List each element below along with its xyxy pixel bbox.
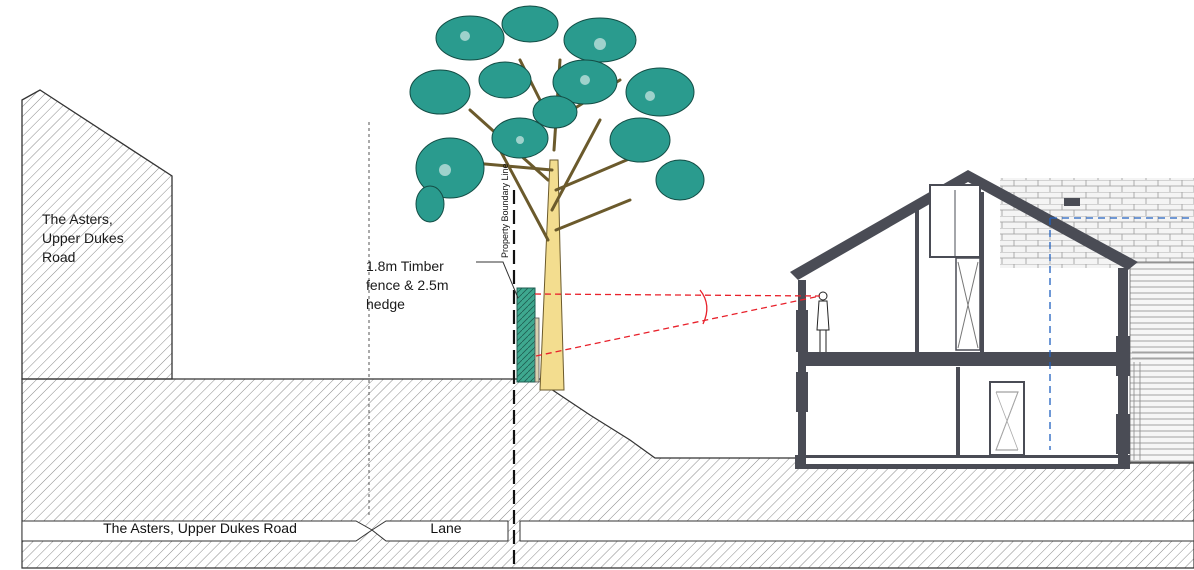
- neighbour-house-label-line-3: Road: [42, 249, 76, 265]
- tree: [409, 5, 705, 391]
- timber-fence: [534, 317, 540, 383]
- siding-wall: [1129, 261, 1194, 463]
- fence-note-line-2: fence & 2.5m: [366, 277, 449, 293]
- hedge: [516, 287, 536, 383]
- fence-note-line-3: hedge: [366, 296, 405, 312]
- neighbour-house-label-line-1: The Asters,: [42, 211, 113, 227]
- neighbour-house: [21, 89, 173, 380]
- sight-lines: [534, 289, 821, 357]
- neighbour-house-label-line-2: Upper Dukes: [42, 230, 124, 246]
- fence-leader-line: [476, 261, 519, 299]
- proposed-house-section: [790, 170, 1194, 469]
- person-figure: [816, 291, 830, 352]
- fence-note-line-1: 1.8m Timber: [366, 258, 444, 274]
- dimension-bar: [21, 520, 1194, 542]
- property-boundary-label: Property Boundary Line: [500, 163, 510, 258]
- neighbouring-brick-wall: [1000, 178, 1194, 268]
- bar-label-lane: Lane: [430, 520, 462, 536]
- fence-note-label: 1.8m Timber fence & 2.5m hedge: [366, 257, 449, 314]
- neighbour-house-label: The Asters, Upper Dukes Road: [42, 210, 124, 267]
- bar-label-asters: The Asters, Upper Dukes Road: [103, 520, 297, 536]
